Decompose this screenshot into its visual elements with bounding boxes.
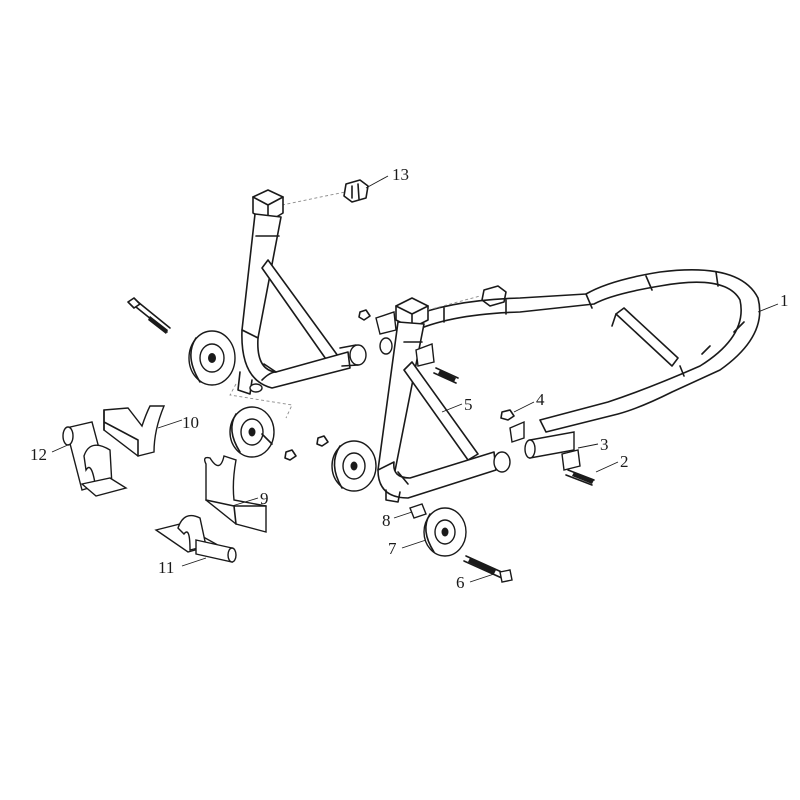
bolt-right-tab: [433, 367, 459, 384]
leader-7: [401, 539, 427, 549]
assembly-dash-left: [229, 383, 293, 419]
leader-4: [513, 401, 535, 413]
leader-11: [181, 557, 207, 567]
callout-8: 8: [382, 511, 391, 530]
part-wheel-left-lower: [229, 406, 275, 458]
leader-2: [595, 461, 619, 473]
part-6-bolt: [463, 555, 513, 583]
leader-8: [393, 511, 413, 519]
part-8-pin: [409, 503, 427, 519]
part-10-fork-plate: [103, 405, 166, 457]
leader-12: [51, 443, 71, 453]
part-11-pin-adapter: [154, 514, 237, 563]
part-wheel-right-upper: [316, 435, 377, 492]
leader-3: [577, 443, 599, 449]
leader-13: [365, 175, 389, 189]
leader-6: [469, 573, 495, 583]
leader-5: [441, 403, 463, 413]
callout-3: 3: [600, 435, 609, 454]
callout-5: 5: [464, 395, 473, 414]
callout-4: 4: [536, 390, 545, 409]
part-12-pin-adapter: [62, 421, 128, 497]
callout-7: 7: [388, 539, 397, 558]
leader-9: [231, 497, 259, 507]
part-9-fork-plate: [203, 455, 267, 533]
part-wheel-left-upper: [188, 330, 236, 386]
nut-left-lower: [284, 449, 297, 461]
part-7-wheel: [423, 507, 467, 557]
part-3-clamp: [509, 420, 581, 471]
left-stand-frame: [237, 189, 367, 395]
knob-right: [427, 285, 507, 311]
callout-12: 12: [30, 445, 47, 464]
leader-10: [157, 419, 183, 429]
part-2-bolt: [565, 469, 595, 486]
callout-13: 13: [392, 165, 409, 184]
part-4-nut: [500, 409, 515, 421]
callout-6: 6: [456, 573, 465, 592]
callout-10: 10: [182, 413, 199, 432]
callout-2: 2: [620, 452, 629, 471]
callout-11: 11: [158, 558, 174, 577]
long-bolt-left: [127, 297, 171, 334]
nut-right-top: [358, 309, 371, 321]
leader-1: [757, 303, 779, 313]
callout-9: 9: [260, 489, 269, 508]
callout-1: 1: [780, 291, 789, 310]
right-stand-frame: [375, 269, 761, 503]
part-13-knob: [281, 179, 369, 206]
